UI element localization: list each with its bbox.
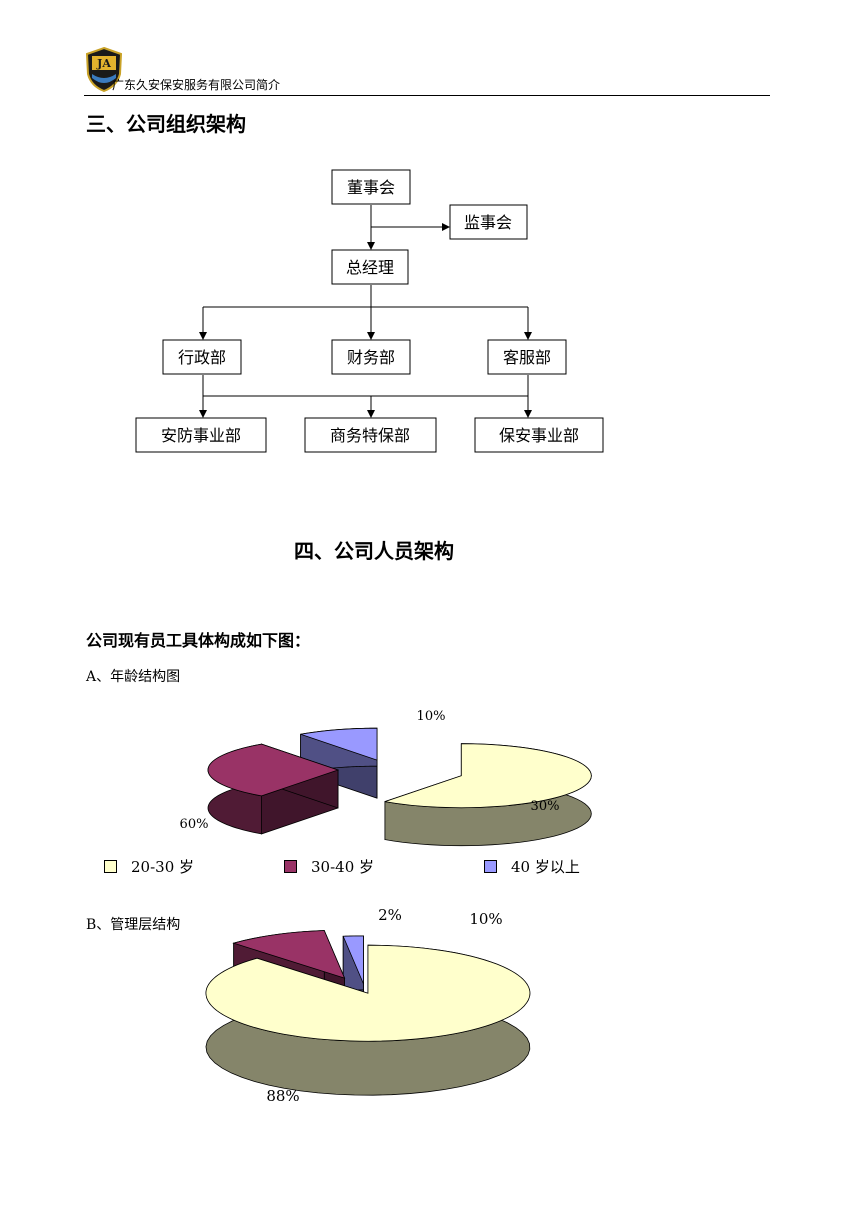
org-gm-label: 总经理 bbox=[346, 258, 394, 277]
pie-data-label: 10% bbox=[417, 709, 446, 724]
org-dept-box bbox=[331, 339, 411, 375]
chart-legend: 20-30 岁 30-40 岁 40 岁以上 bbox=[104, 856, 624, 876]
section-4-title: 四、公司人员架构 bbox=[294, 539, 454, 563]
pie-slice bbox=[300, 727, 378, 799]
org-unit-box bbox=[304, 417, 437, 453]
legend-item: 30-40 岁 bbox=[284, 856, 374, 877]
org-dept-box bbox=[162, 339, 242, 375]
company-logo: JA bbox=[85, 46, 123, 92]
legend-item: 40 岁以上 bbox=[484, 856, 580, 877]
legend-swatch bbox=[104, 860, 117, 873]
legend-label: 30-40 岁 bbox=[311, 858, 375, 876]
org-unit-label: 安防事业部 bbox=[161, 426, 241, 445]
org-dept-label: 客服部 bbox=[503, 348, 551, 367]
org-board-label: 董事会 bbox=[347, 178, 395, 197]
org-unit-label: 商务特保部 bbox=[330, 426, 410, 445]
header-divider bbox=[84, 95, 770, 96]
org-supervisory-box bbox=[449, 204, 528, 240]
legend-label: 20-30 岁 bbox=[131, 858, 195, 876]
pie-slice bbox=[384, 743, 592, 847]
pie-slice bbox=[207, 743, 340, 835]
org-board-box bbox=[331, 169, 411, 205]
org-chart: 董事会 监事会 总经理 行政部 财务部 客服部 安防事业部 商务特保部 保安事业… bbox=[135, 169, 604, 453]
pie-data-label: 30% bbox=[531, 799, 560, 814]
org-unit-box bbox=[474, 417, 604, 453]
legend-label: 40 岁以上 bbox=[511, 858, 580, 876]
org-supervisory-label: 监事会 bbox=[464, 213, 512, 232]
pie-data-label: 60% bbox=[180, 817, 208, 832]
chart-b-label: B、管理层结构 bbox=[86, 917, 181, 933]
age-structure-pie-chart: 60% 30% 10% bbox=[180, 709, 592, 847]
pie-data-label: 88% bbox=[266, 1087, 299, 1105]
section-3-title: 三、公司组织架构 bbox=[86, 112, 246, 136]
management-structure-pie-chart: 88% 10% 2% bbox=[205, 906, 531, 1105]
org-gm-box bbox=[331, 249, 409, 285]
org-dept-label: 财务部 bbox=[347, 348, 395, 367]
legend-item: 20-30 岁 bbox=[104, 856, 194, 877]
org-dept-label: 行政部 bbox=[178, 348, 226, 367]
pie-data-label: 10% bbox=[469, 910, 502, 928]
staff-composition-subtitle: 公司现有员工具体构成如下图： bbox=[86, 631, 311, 650]
pie-slice bbox=[205, 944, 531, 1096]
pie-data-label: 2% bbox=[378, 906, 402, 924]
legend-swatch bbox=[284, 860, 297, 873]
org-unit-box bbox=[135, 417, 267, 453]
logo-lettering: JA bbox=[96, 57, 111, 70]
org-dept-box bbox=[487, 339, 567, 375]
header-company-name: 广东久安保安服务有限公司简介 bbox=[112, 78, 281, 92]
org-unit-label: 保安事业部 bbox=[499, 426, 579, 445]
chart-a-label: A、年龄结构图 bbox=[86, 669, 181, 685]
legend-swatch bbox=[484, 860, 497, 873]
